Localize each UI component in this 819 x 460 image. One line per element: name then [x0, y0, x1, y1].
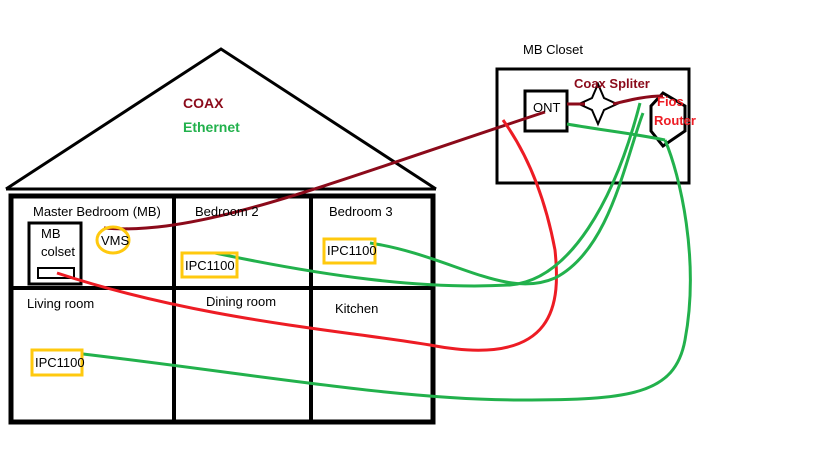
ipc-box-living [30, 348, 84, 377]
red-line-closet [56, 119, 558, 352]
ethernet-line-bedroom2 [214, 102, 642, 288]
ipc-label-bedroom2: IPC1100 [185, 258, 235, 273]
ont-box [523, 89, 569, 133]
vms-label: VMS [101, 233, 130, 248]
closet-title: MB Closet [523, 42, 583, 57]
ethernet-line-living [82, 139, 692, 402]
room-living: Living room [27, 296, 94, 311]
router-label-line2: Router [654, 113, 696, 128]
closet-box [495, 67, 691, 185]
room-bedroom2: Bedroom 2 [195, 204, 259, 219]
coax-splitter-icon [576, 81, 620, 127]
router-hexagon [649, 91, 687, 149]
ipc-label-living: IPC1100 [35, 355, 85, 370]
room-master-bedroom: Master Bedroom (MB) [33, 204, 161, 219]
mb-closet-outlet [37, 267, 75, 279]
room-dining: Dining room [206, 294, 276, 309]
router-label-line1: Fios [657, 94, 684, 109]
ipc-box-bedroom2 [180, 251, 239, 279]
legend-ethernet: Ethernet [183, 119, 240, 135]
ethernet-line-ont-router [566, 122, 666, 142]
mb-closet-label-line2: colset [41, 244, 75, 259]
vms-circle [95, 225, 131, 255]
coax-line-vms [103, 110, 546, 231]
ethernet-line-bedroom3 [369, 112, 645, 286]
house-roof [5, 47, 437, 191]
splitter-label: Coax Spliter [574, 76, 650, 91]
mb-closet-box [27, 221, 83, 286]
coax-line-splitter-router [612, 94, 664, 106]
legend-coax: COAX [183, 95, 224, 111]
ont-label: ONT [533, 100, 561, 115]
room-bedroom3: Bedroom 3 [329, 204, 393, 219]
mb-closet-label-line1: MB [41, 226, 61, 241]
ipc-box-bedroom3 [322, 237, 377, 265]
ipc-label-bedroom3: IPC1100 [327, 243, 377, 258]
house-outline [8, 193, 436, 425]
room-kitchen: Kitchen [335, 301, 378, 316]
